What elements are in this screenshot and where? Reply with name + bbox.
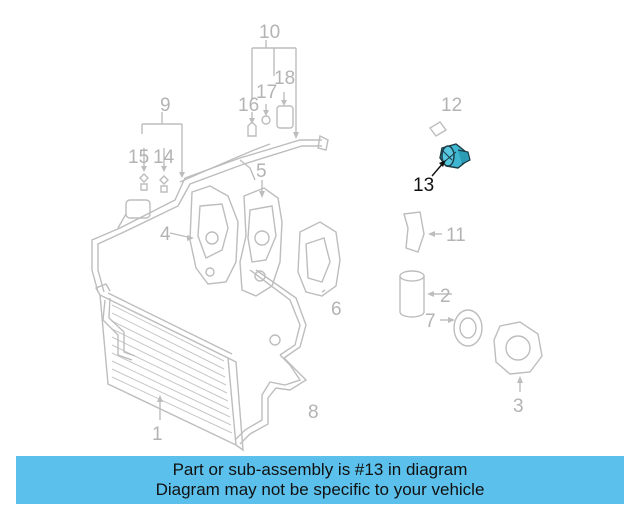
callout-13: 13 [413,175,434,196]
callout-1: 1 [152,424,163,445]
callout-labels: 1 2 3 4 5 6 7 8 9 10 11 12 13 14 15 16 1… [128,22,524,445]
callout-7: 7 [425,311,436,332]
info-banner: Part or sub-assembly is #13 in diagram D… [16,456,624,504]
banner-line-1: Part or sub-assembly is #13 in diagram [172,460,468,479]
callout-6: 6 [331,299,342,320]
banner-line-2: Diagram may not be specific to your vehi… [155,480,485,499]
callout-17: 17 [256,82,277,103]
callout-12: 12 [441,95,462,116]
callout-18: 18 [274,68,295,89]
callout-3: 3 [513,396,524,417]
bracket-drawings [169,180,341,297]
callout-11: 11 [446,225,466,246]
right-parts [399,121,543,392]
callout-8: 8 [308,402,319,423]
ac-hose-lines [91,134,329,445]
part-13-highlight [431,143,471,177]
callout-15: 15 [128,147,149,168]
condenser-drawing [94,283,244,452]
callout-16: 16 [238,95,259,116]
fittings [139,40,299,193]
callout-5: 5 [256,161,267,182]
callout-9: 9 [160,95,171,116]
callout-10: 10 [259,22,280,43]
callout-2: 2 [440,286,451,307]
callout-14: 14 [153,147,175,168]
callout-4: 4 [160,224,171,245]
